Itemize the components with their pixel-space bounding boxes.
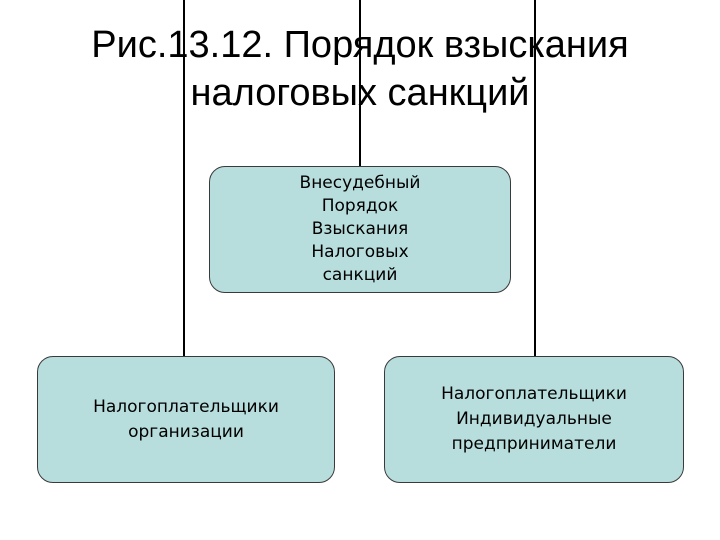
node-left-line: организации	[128, 421, 244, 442]
node-top-line: Порядок	[321, 196, 399, 216]
page-title-line-1: Рис.13.12. Порядок взыскания	[91, 24, 629, 66]
node-top-line: Внесудебный	[299, 173, 421, 193]
node-top-line: Налоговых	[311, 242, 409, 262]
node-taxpayers-entrepreneurs: Налогоплательщики Индивидуальные предпри…	[384, 356, 684, 483]
node-right-line: Налогоплательщики	[441, 384, 627, 404]
node-extrajudicial-procedure: Внесудебный Порядок Взыскания Налоговых …	[209, 166, 511, 293]
node-right-line: Индивидуальные	[456, 409, 612, 429]
node-taxpayers-organizations: Налогоплательщики организации	[37, 356, 335, 483]
page-title-line-2: налоговых санкций	[190, 72, 530, 114]
node-left-line: Налогоплательщики	[93, 396, 279, 417]
node-top-line: Взыскания	[311, 219, 409, 239]
node-top-line: санкций	[322, 265, 398, 285]
node-right-line: предприниматели	[451, 434, 617, 454]
